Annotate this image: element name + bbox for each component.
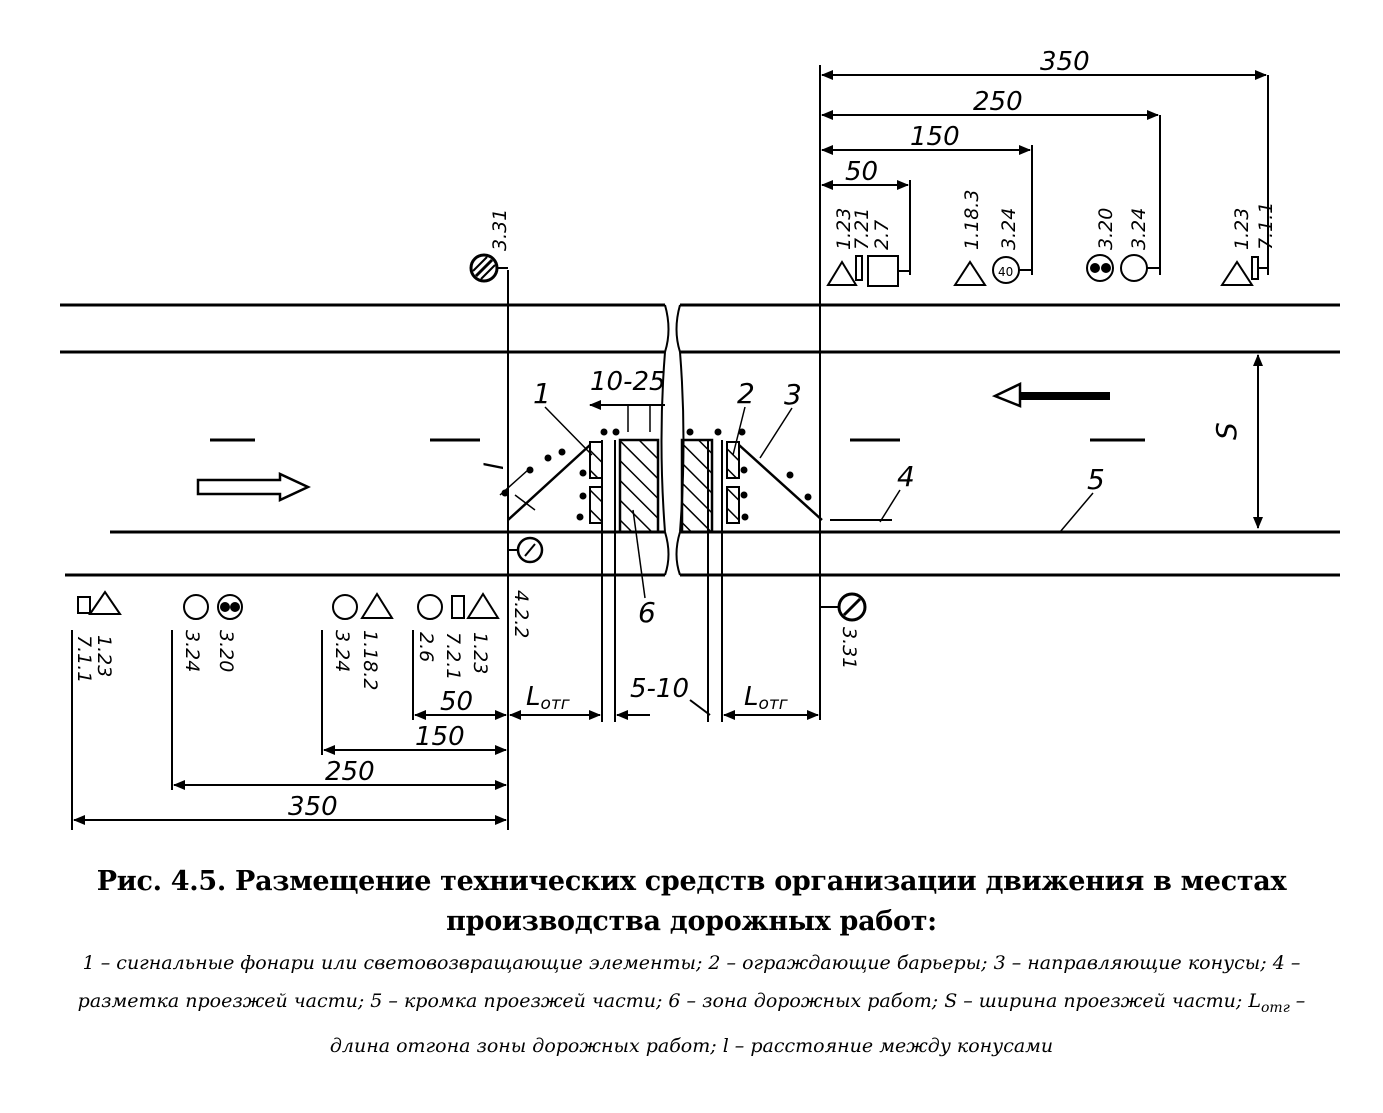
sign-3-31-bottom: 3.31 <box>820 592 867 669</box>
sign-4-2-2: 4.2.2 <box>508 536 544 638</box>
bottom-dimensions <box>73 699 819 825</box>
dim-10-25: 10-25 <box>589 367 666 432</box>
sign-group-top-3: 3.20 3.24 <box>1086 208 1160 282</box>
svg-text:3.24: 3.24 <box>331 630 353 672</box>
callout-6: 6 <box>638 596 656 629</box>
svg-text:3.20: 3.20 <box>1095 208 1117 250</box>
road <box>60 303 1340 577</box>
top-dimensions <box>821 70 1267 190</box>
svg-text:3.20: 3.20 <box>215 630 237 672</box>
svg-text:10-25: 10-25 <box>590 367 666 397</box>
direction-arrow-left <box>991 382 1110 408</box>
legend-line-1: 1 – сигнальные фонари или световозвращаю… <box>77 952 1301 1012</box>
callout-lines <box>544 406 1094 599</box>
svg-text:7.1.1: 7.1.1 <box>1255 202 1277 250</box>
svg-text:2.7: 2.7 <box>871 220 893 250</box>
sign-group-bottom-4: 2.6 7.2.1 1.23 <box>415 592 500 680</box>
work-zone <box>499 428 823 534</box>
figure-caption-legend: 1 – сигнальные фонари или световозвращаю… <box>0 944 1383 1065</box>
svg-text:3.31: 3.31 <box>489 209 511 251</box>
svg-text:3.31: 3.31 <box>838 627 860 669</box>
sign-group-bottom-2: 3.24 3.20 <box>181 594 243 672</box>
cone-taper-left <box>507 444 591 521</box>
svg-text:3.24: 3.24 <box>181 630 203 672</box>
svg-text:1.18.3: 1.18.3 <box>961 190 983 250</box>
svg-text:S: S <box>1210 422 1243 440</box>
callout-2: 2 <box>737 377 755 410</box>
svg-text:1.23: 1.23 <box>1231 208 1253 250</box>
dim-bot-50: 50 <box>440 687 473 717</box>
barriers-left <box>589 441 740 524</box>
sign-group-top-1: 1.23 7.21 2.7 <box>826 208 910 287</box>
sign-group-top-2: 40 1.18.3 3.24 <box>953 190 1032 286</box>
dim-top-50: 50 <box>845 157 878 187</box>
svg-text:7.21: 7.21 <box>851 208 873 250</box>
legend-line-2: S – ширина проезжей части; Lотг – длина … <box>329 990 1306 1057</box>
dim-5-10: 5-10 <box>630 674 689 704</box>
dim-l-otg-left: Lотг <box>526 682 570 714</box>
sign-group-top-4: 1.23 7.1.1 <box>1220 202 1277 286</box>
callout-5: 5 <box>1087 463 1105 496</box>
svg-text:40: 40 <box>998 265 1013 279</box>
dim-top-350: 350 <box>1040 47 1090 77</box>
svg-text:1.18.2: 1.18.2 <box>359 630 381 690</box>
dim-top-250: 250 <box>973 87 1023 117</box>
cone-taper-right <box>738 444 823 521</box>
svg-text:2.6: 2.6 <box>415 632 437 662</box>
width-s-dimension: S <box>1210 354 1263 529</box>
svg-text:7.2.1: 7.2.1 <box>442 632 464 680</box>
sign-group-bottom-3: 3.24 1.18.2 <box>331 592 394 690</box>
svg-text:7.1.1: 7.1.1 <box>73 635 95 683</box>
svg-text:3.24: 3.24 <box>998 208 1020 250</box>
sign-3-31-top: 3.31 <box>469 209 511 283</box>
signal-lamps <box>501 428 812 521</box>
sign-group-bottom-1: 1.23 7.1.1 <box>73 590 122 683</box>
direction-arrow-right <box>196 472 311 502</box>
svg-text:4.2.2: 4.2.2 <box>510 590 532 638</box>
dim-l-otg-right: Lотг <box>744 682 788 714</box>
work-zone-6-right <box>680 438 714 534</box>
callout-4: 4 <box>897 460 915 493</box>
dim-bot-150: 150 <box>415 722 465 752</box>
svg-text:3.24: 3.24 <box>1128 208 1150 250</box>
callout-l: l <box>480 462 510 470</box>
work-zone-6-left <box>618 438 660 534</box>
callout-3: 3 <box>784 378 802 411</box>
svg-text:1.23: 1.23 <box>833 208 855 250</box>
svg-text:1.23: 1.23 <box>93 635 115 677</box>
dim-bot-350: 350 <box>288 792 338 822</box>
dim-top-150: 150 <box>910 122 960 152</box>
callout-1: 1 <box>533 377 551 410</box>
figure-caption-title: Рис. 4.5. Размещение технических средств… <box>96 866 1287 937</box>
reference-lines <box>71 65 1269 830</box>
dim-bot-250: 250 <box>325 757 375 787</box>
road-work-diagram: 1 2 3 4 5 6 l S 10-25 350 250 150 50 50 … <box>60 47 1340 830</box>
svg-text:1.23: 1.23 <box>469 632 491 674</box>
